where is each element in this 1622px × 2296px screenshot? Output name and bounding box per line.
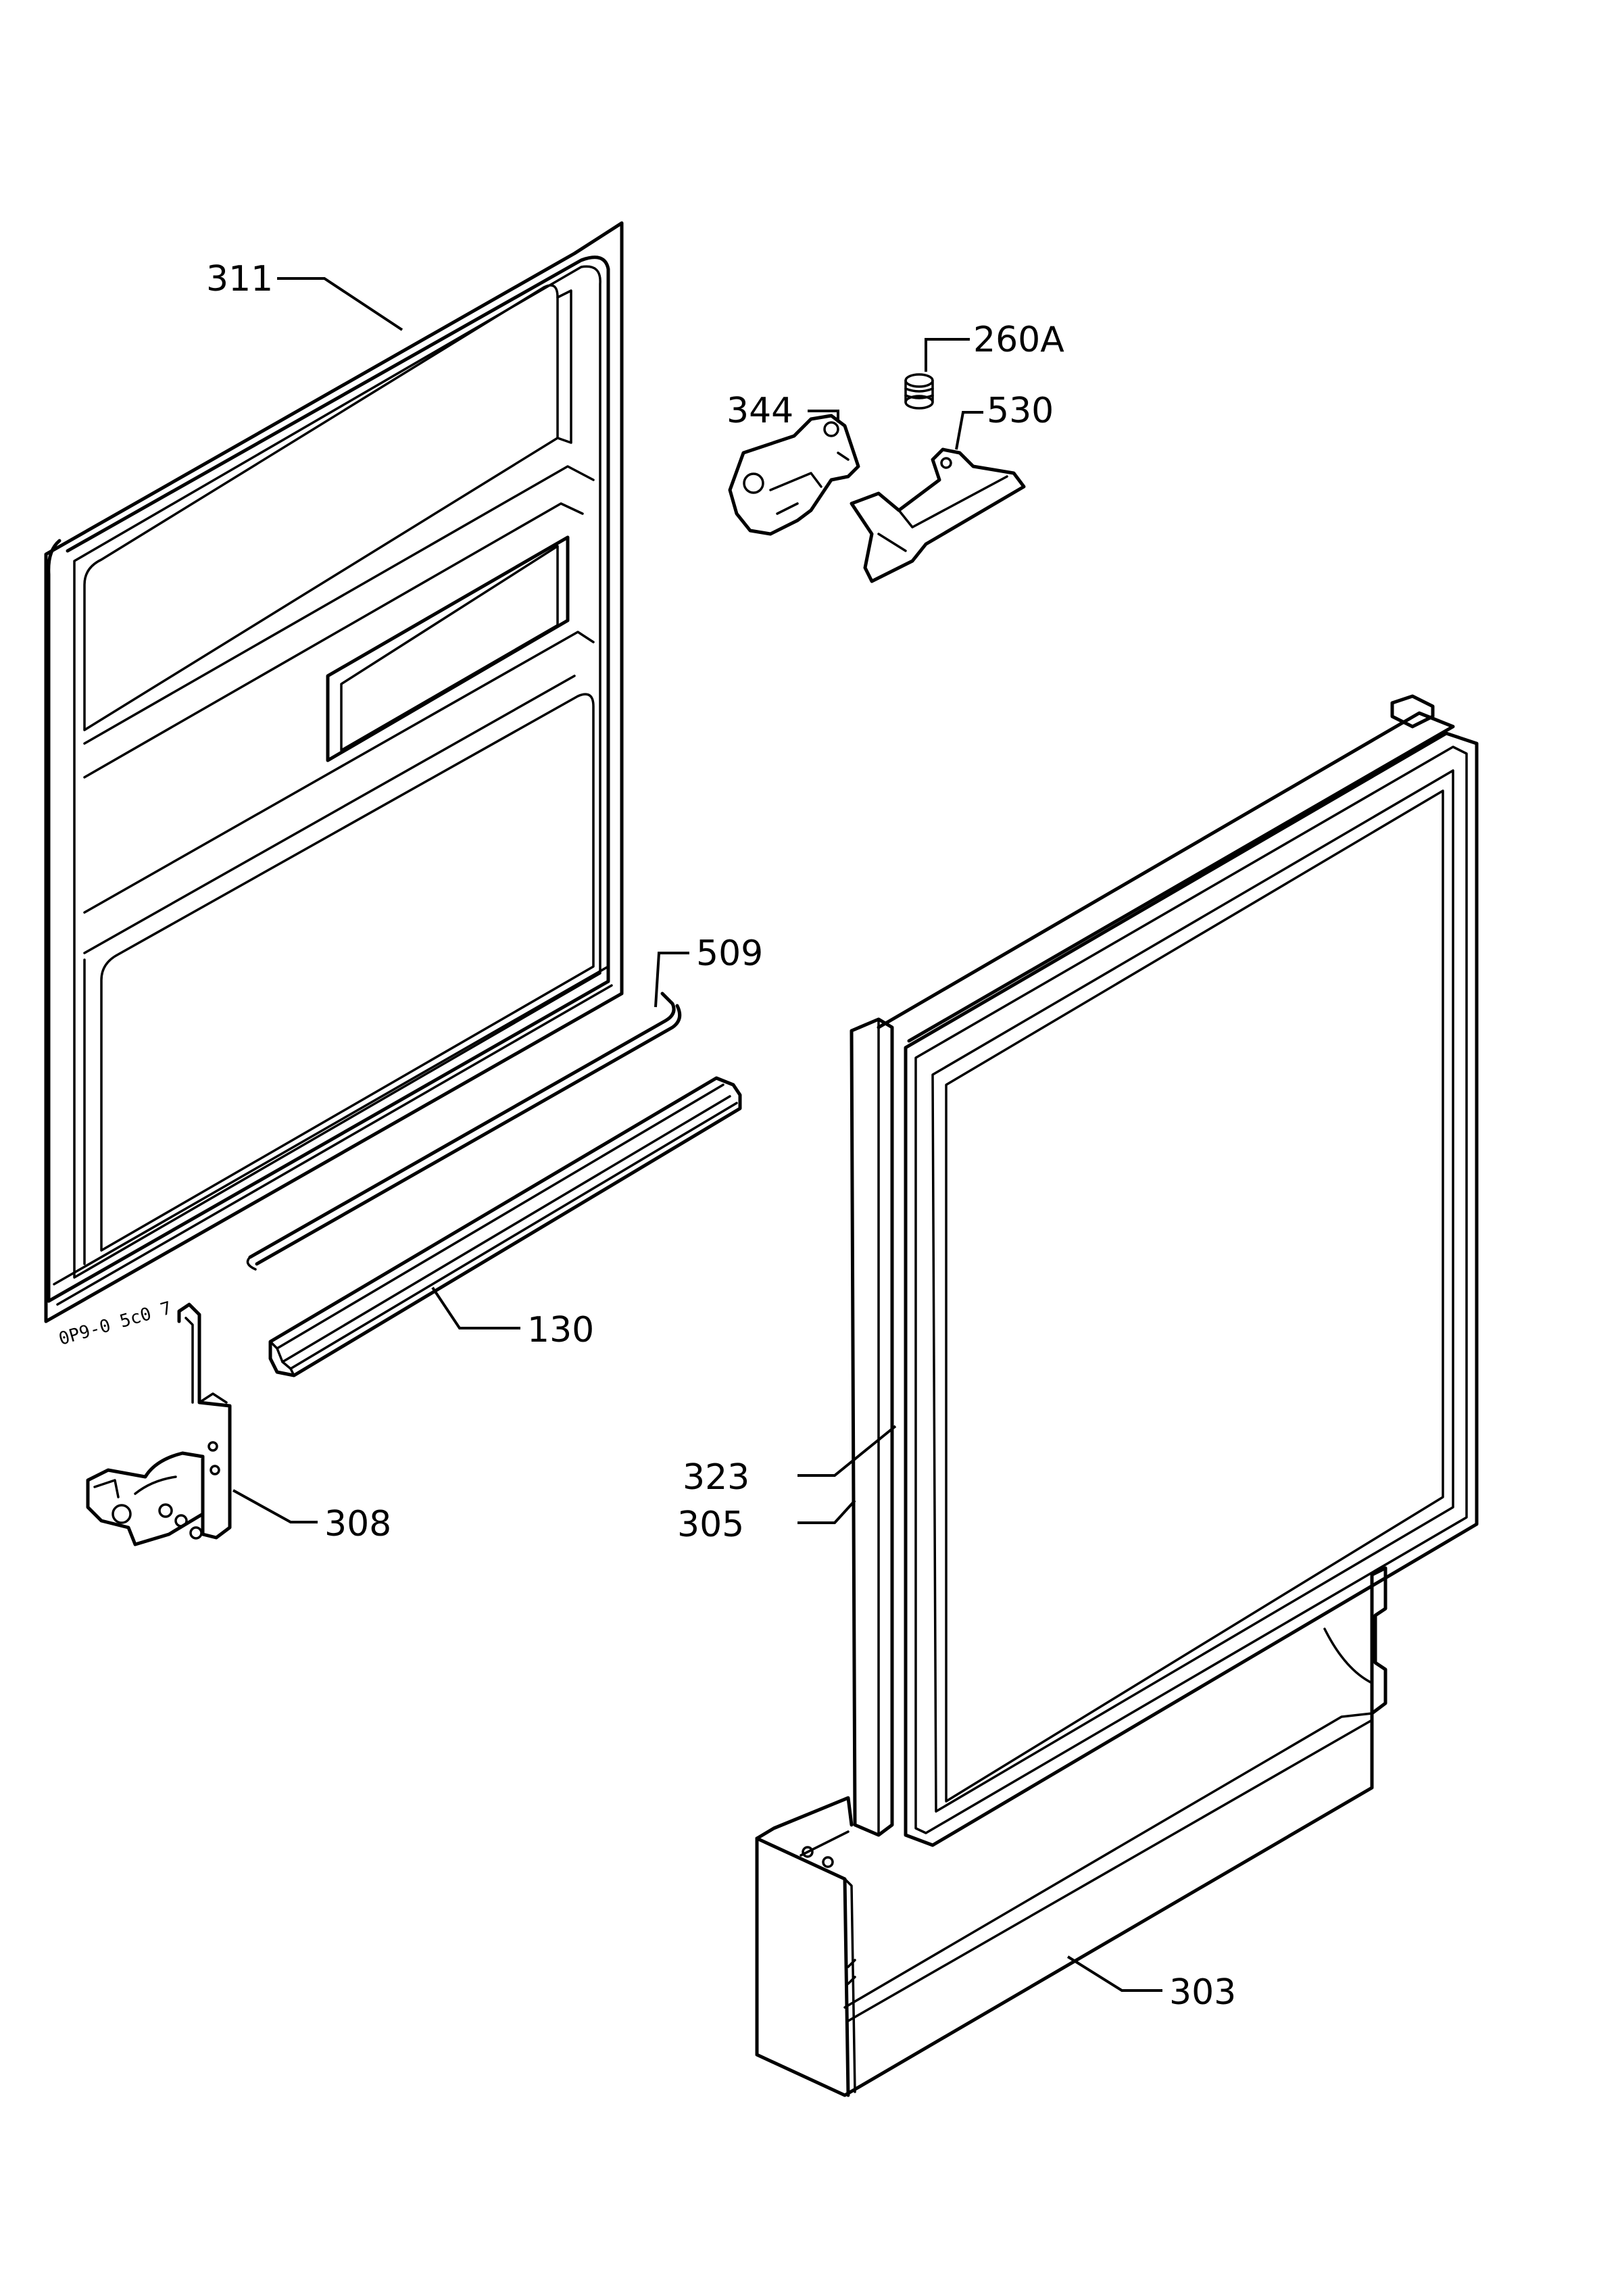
callout-509: 509 (696, 933, 763, 974)
seal-strip-130 (268, 1076, 742, 1377)
inner-door-panel (44, 221, 624, 1323)
latch-344 (728, 414, 860, 536)
callout-311: 311 (206, 259, 273, 299)
outer-door-frame (850, 694, 1479, 1847)
catch-530 (850, 447, 1026, 583)
callout-260a: 260A (973, 320, 1064, 360)
callout-leaders (232, 277, 1162, 1992)
callout-308: 308 (324, 1504, 391, 1544)
callout-303: 303 (1169, 1972, 1236, 2013)
callout-305: 305 (677, 1505, 744, 1545)
hinge-308 (86, 1302, 232, 1546)
callout-344: 344 (727, 391, 793, 431)
rod-509 (246, 992, 682, 1271)
callout-130: 130 (527, 1310, 594, 1350)
kick-plate-303 (755, 1566, 1387, 2097)
callout-323: 323 (683, 1457, 749, 1498)
screw-260a (904, 373, 934, 410)
callout-530: 530 (987, 391, 1054, 431)
